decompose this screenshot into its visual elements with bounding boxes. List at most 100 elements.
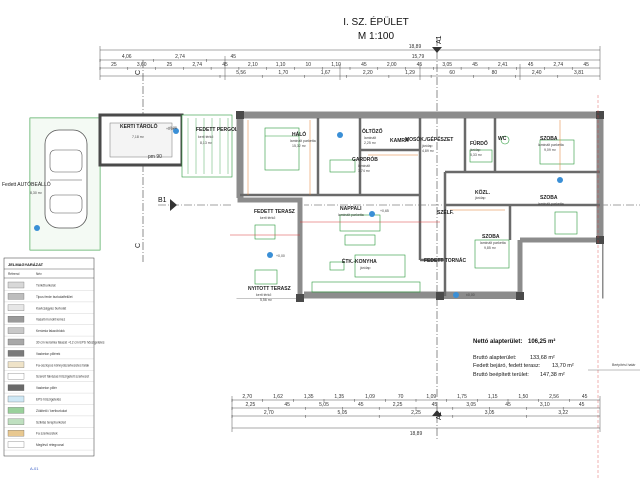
- legend-label-7: Fa-oszlopos könnyűszerkezetes falak: [36, 363, 90, 367]
- dim-bottom-row3-4: 3,22: [558, 410, 568, 416]
- covered-area-value: 13,70 m²: [552, 363, 574, 369]
- dim-top-row4-5: 60: [449, 70, 455, 76]
- drawing-title: I. SZ. ÉPÜLET M 1:100: [343, 15, 409, 42]
- dim-bottom-row3-0: 2,70: [264, 410, 274, 416]
- furniture: [254, 127, 578, 293]
- legend-label-6: Vasbeton pillérek: [36, 352, 61, 356]
- dim-bottom-row2-5: 45: [432, 402, 438, 408]
- dim-top-row2-total: 15,79: [412, 54, 425, 60]
- dim-bottom-row1-8: 1,15: [488, 394, 498, 400]
- room-szoba3-sub: laminált parketta: [480, 241, 506, 245]
- room-shed-name: KERTI TÁROLÓ: [120, 122, 158, 130]
- dim-bottom-row1-10: 2,56: [549, 394, 559, 400]
- dim-top-row3-1: 3,60: [137, 62, 147, 68]
- legend-label-5: 30 cm kerámia falazat +12 cm EPS hőszige…: [36, 341, 105, 345]
- room-fedett-terasz-name: FEDETT TERASZ: [254, 209, 295, 215]
- shed-pm: pm 90: [148, 154, 162, 160]
- dim-top-overall: 18,89: [409, 44, 422, 50]
- dim-top-row3-17: 45: [583, 62, 589, 68]
- dim-bottom-row1-3: 1,35: [334, 394, 344, 400]
- legend-label-2: Kavicságyas burkolat: [36, 306, 66, 310]
- dim-top-row3-3: 2,74: [192, 62, 202, 68]
- legend-swatch-9: [7, 384, 25, 391]
- room-nyitott-terasz-area: 5,56 m²: [260, 298, 273, 302]
- level-pergola: +0,28: [168, 126, 177, 130]
- legend-swatch-7: [7, 361, 25, 368]
- section-mark-c-bottom: C: [135, 243, 142, 248]
- room-wc-name: WC: [498, 136, 507, 142]
- room-shed-level: +0,28: [166, 127, 175, 131]
- section-mark-b1: B1: [158, 197, 167, 204]
- dim-top-row3-2: 25: [167, 62, 173, 68]
- legend-title: JELMAGYARÁZAT: [8, 262, 44, 267]
- red-cut-lines: [230, 221, 440, 236]
- room-mosok-sub: járólap: [421, 144, 433, 148]
- room-kamra-name: KAMRA: [390, 138, 409, 144]
- dim-bottom-row1-11: 45: [582, 394, 588, 400]
- dim-bottom-row1-4: 1,09: [365, 394, 375, 400]
- room-furdo-name: FÜRDŐ: [470, 140, 488, 147]
- car-symbol: [44, 129, 88, 229]
- legend-swatch-1: [7, 293, 25, 300]
- dim-top-row2-2: 45: [231, 54, 237, 60]
- legend-swatch-14: [7, 441, 25, 448]
- section-line-a1: A1 A1: [432, 35, 443, 440]
- legend-label-3: Vasalt monolit lemez: [36, 318, 66, 322]
- room-gardrob-area: 3,74 m²: [358, 169, 371, 173]
- dim-bottom-row2-0: 2,25: [246, 402, 256, 408]
- dim-top-row3-15: 45: [528, 62, 534, 68]
- dim-bottom-row2-1: 45: [284, 402, 290, 408]
- dim-bottom-row2-3: 45: [358, 402, 364, 408]
- dim-top-row2-1: 2,74: [175, 54, 185, 60]
- level-markers: +0,28 +0,00 +0,65 ±0,00: [168, 126, 563, 298]
- level-kitchen: +0,65: [380, 209, 389, 213]
- legend-swatch-4: [7, 327, 25, 334]
- room-nyitott-terasz-sub: kerti térkő: [256, 293, 271, 297]
- dim-top-row3-14: 2,41: [498, 62, 508, 68]
- room-carport-name: Fedett AUTÓBEÁLLÓ: [2, 181, 51, 188]
- room-labels: HÁLÓ laminált parketta 15,32 m² ÖLTÖZŐ l…: [248, 128, 564, 302]
- room-mosok-name: MOSÓK./GÉPÉSZET: [405, 135, 453, 143]
- room-konyha-name: ÉTK.-KONYHA: [342, 257, 377, 265]
- room-szoba1-sub: laminált parketta: [538, 143, 564, 147]
- legend-swatch-10: [7, 395, 25, 403]
- legend-swatch-5: [7, 338, 25, 346]
- room-halo-name: HÁLÓ: [292, 130, 306, 138]
- room-halo-sub: laminált parketta: [290, 139, 316, 143]
- room-pergola-area: 8,13 m²: [200, 141, 213, 145]
- dim-bottom-row2-4: 2,25: [393, 402, 403, 408]
- room-halo-area: 15,32 m²: [292, 144, 307, 148]
- dim-bottom-row1-9: 1,50: [518, 394, 528, 400]
- legend-footer: A-01: [30, 466, 39, 471]
- room-nappali-sub: laminált parketta: [338, 213, 364, 217]
- dim-top-row3-0: 25: [111, 62, 117, 68]
- legend-swatch-6: [7, 350, 25, 357]
- legend-swatch-8: [7, 373, 25, 380]
- title-scale: M 1:100: [358, 31, 395, 42]
- room-fedett-terasz-sub: kerti térkő: [260, 216, 275, 220]
- gross-area-label: Bruttó alapterület:: [473, 355, 517, 361]
- dim-top-row3-10: 2,00: [387, 62, 397, 68]
- room-gardrob-name: GARDRÓB: [352, 155, 378, 163]
- legend-label-8: Szerelt falvázas hőszigetelt szerkezet: [36, 375, 89, 379]
- legend-swatch-11: [7, 407, 25, 414]
- room-kozl-sub: járólap: [474, 196, 486, 200]
- room-carport-area: 8,30 m²: [30, 191, 43, 195]
- legend-swatch-2: [7, 304, 25, 311]
- dim-bottom-row2-6: 3,05: [466, 402, 476, 408]
- inner-dims: [247, 120, 561, 211]
- dim-top-row4-0: 5,56: [236, 70, 246, 76]
- covered-area-label: Fedett bejáró, fedett terasz:: [473, 363, 541, 369]
- dim-top-row4-6: 80: [492, 70, 498, 76]
- dim-top-row4-4: 1,29: [405, 70, 415, 76]
- room-gardrob-sub: laminált: [358, 164, 370, 168]
- top-dimension-chains: [99, 46, 601, 80]
- dim-bottom-row1-6: 1,09: [426, 394, 436, 400]
- dim-bottom-row3-2: 2,25: [411, 410, 421, 416]
- room-szoba1-area: 9,09 m²: [544, 148, 557, 152]
